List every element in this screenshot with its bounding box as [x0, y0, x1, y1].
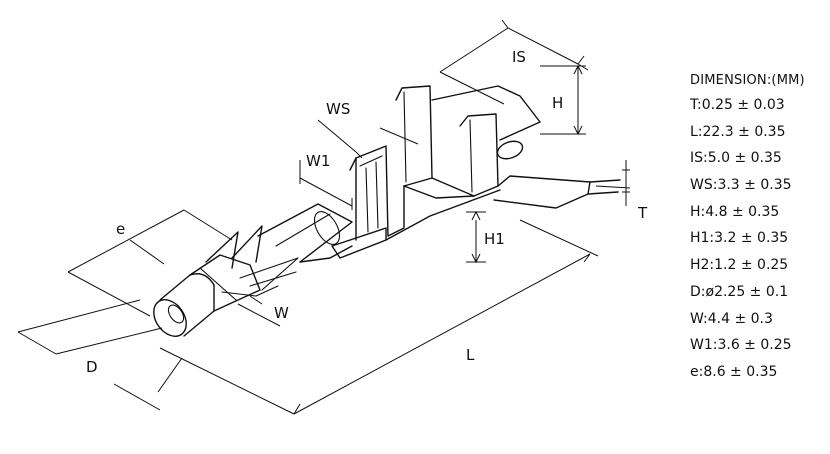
dimension-row-t: T:0.25 ± 0.03	[690, 97, 785, 113]
dimension-row-h: H:4.8 ± 0.35	[690, 203, 780, 220]
label-d: D	[86, 358, 98, 376]
dimension-row-w: W:4.4 ± 0.3	[690, 310, 773, 327]
label-h: H	[552, 94, 563, 112]
dimension-table: DIMENSION:(MM) T:0.25 ± 0.03 L:22.3 ± 0.…	[690, 70, 825, 386]
dimension-row-h1: H1:3.2 ± 0.35	[690, 230, 789, 247]
label-w: W	[274, 304, 289, 322]
dimension-row-w1: W1:3.6 ± 0.25	[690, 337, 792, 354]
dimension-row-ws: WS:3.3 ± 0.35	[690, 177, 792, 194]
dimension-row-e: e:8.6 ± 0.35	[690, 363, 778, 380]
label-l: L	[466, 346, 475, 364]
terminal-outline	[153, 85, 621, 337]
label-is: IS	[512, 48, 526, 66]
dimension-row-h2: H2:1.2 ± 0.25	[690, 257, 789, 274]
label-t: T	[637, 204, 648, 222]
dimension-lines	[17, 19, 631, 415]
dimension-row-is: IS:5.0 ± 0.35	[690, 150, 782, 167]
dimension-labels: IS H WS W1 T H1 e W D L	[86, 48, 648, 376]
label-w1: W1	[306, 152, 330, 170]
dimension-row-l: L:22.3 ± 0.35	[690, 123, 786, 140]
label-e: e	[116, 220, 125, 238]
label-h1: H1	[484, 230, 505, 248]
dimension-table-heading: DIMENSION:(MM)	[690, 73, 805, 88]
dimension-row-d: D:ø2.25 ± 0.1	[690, 283, 789, 300]
label-ws: WS	[326, 100, 350, 118]
